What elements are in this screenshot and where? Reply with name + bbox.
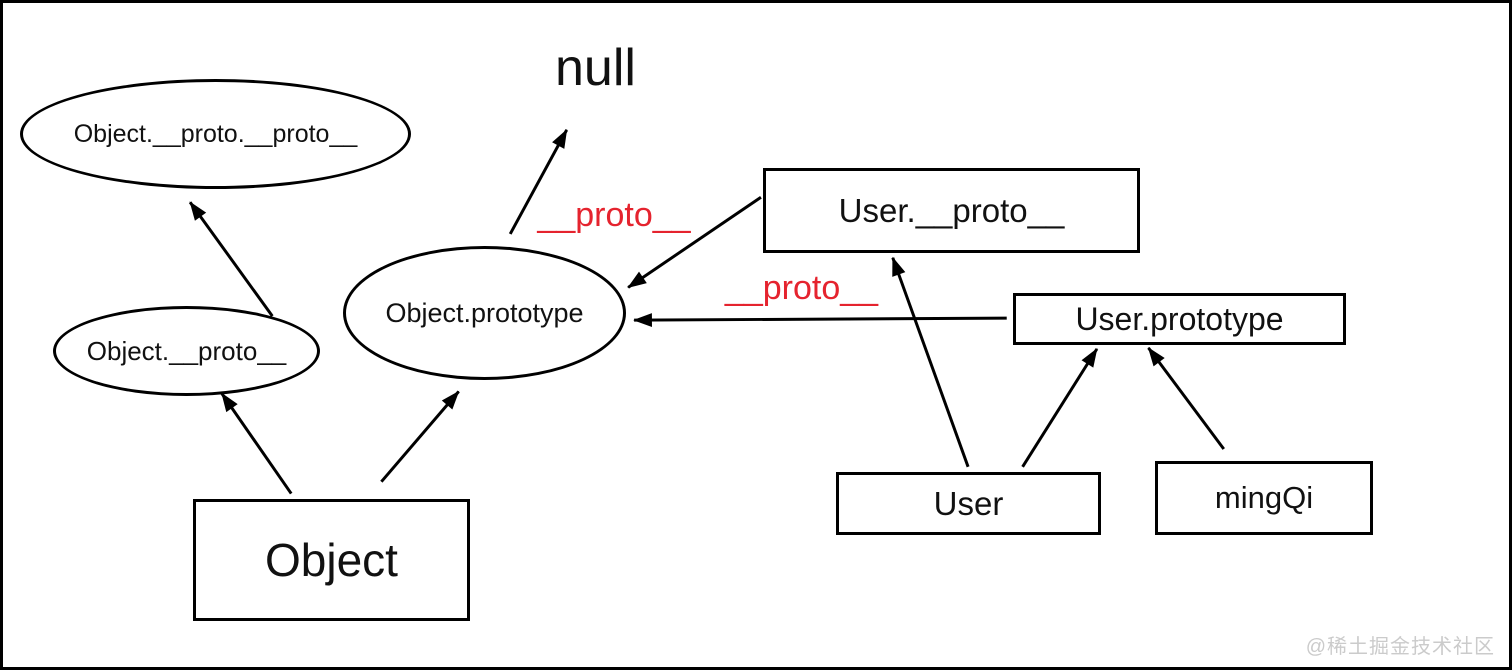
- node-null: null: [518, 33, 673, 103]
- node-user-proto: User.__proto__: [763, 168, 1140, 253]
- node-object-proto-label: Object.__proto__: [86, 335, 287, 366]
- watermark: @稀土掘金技术社区: [1305, 636, 1495, 658]
- node-user-label: User: [933, 484, 1004, 522]
- arrow-userproto-to-objprototype: [627, 196, 762, 289]
- node-user-prototype-label: User.prototype: [1075, 300, 1284, 337]
- node-object-proto: Object.__proto__: [53, 306, 320, 396]
- node-null-label: null: [555, 39, 636, 97]
- arrow-user-to-userproto: [891, 256, 970, 468]
- node-object-label: Object: [265, 534, 398, 586]
- arrow-mingqi-to-userprototype: [1147, 346, 1225, 450]
- edge-label-proto-upper: __proto__: [537, 196, 691, 234]
- arrow-object-to-objprototype: [380, 390, 460, 483]
- arrow-objproto-to-objpp: [188, 201, 274, 318]
- arrow-userprototype-to-objprototype: [633, 313, 1007, 327]
- arrows-layer: [188, 128, 1225, 495]
- edge-label-proto-lower: __proto__: [724, 269, 879, 307]
- node-mingqi-label: mingQi: [1214, 480, 1314, 515]
- node-user: User: [836, 472, 1101, 535]
- node-object-proto-proto-label: Object.__proto.__proto__: [73, 119, 358, 148]
- node-user-proto-label: User.__proto__: [838, 191, 1065, 229]
- arrow-objprototype-to-null: [508, 128, 569, 235]
- node-object-prototype: Object.prototype: [343, 246, 626, 380]
- node-object-proto-proto: Object.__proto.__proto__: [20, 79, 411, 189]
- node-user-prototype: User.prototype: [1013, 293, 1346, 345]
- arrow-object-to-objproto: [220, 392, 293, 495]
- arrow-user-to-userprototype: [1021, 348, 1099, 468]
- node-object-prototype-label: Object.prototype: [385, 297, 584, 328]
- node-mingqi: mingQi: [1155, 461, 1373, 535]
- node-object: Object: [193, 499, 470, 621]
